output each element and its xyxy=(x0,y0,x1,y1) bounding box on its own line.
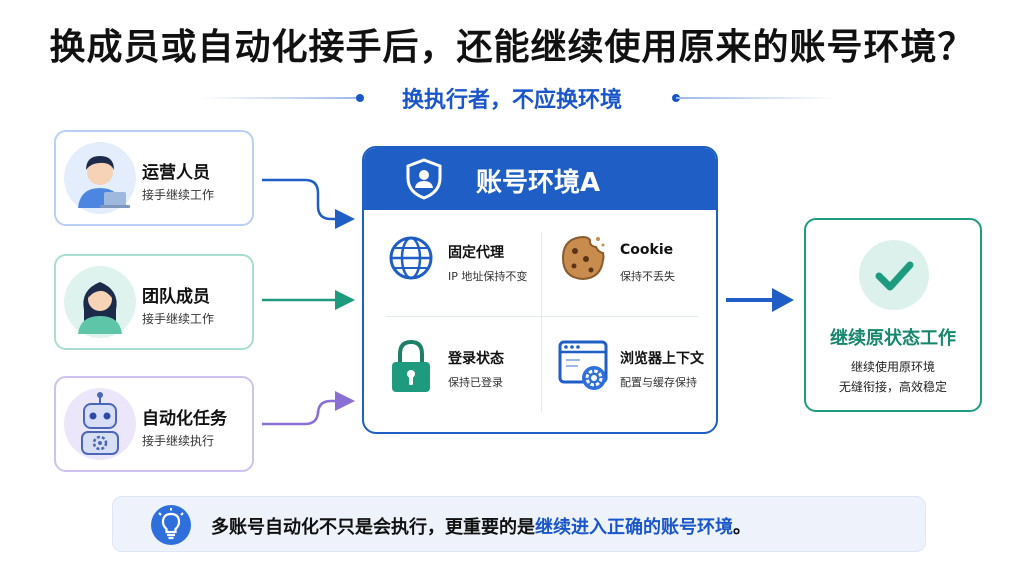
feature-title: 固定代理 xyxy=(448,245,504,261)
actor-desc: 接手继续工作 xyxy=(142,312,215,326)
subtitle-line-right xyxy=(676,97,836,99)
result-box: 继续原状态工作 继续使用原环境 无缝衔接，高效稳定 xyxy=(804,218,982,412)
result-desc-line1: 继续使用原环境 xyxy=(850,360,935,374)
feature-fixed-proxy: 固定代理 IP 地址保持不变 xyxy=(386,232,556,312)
account-title: 账号环境A xyxy=(476,168,601,198)
arrow-automation xyxy=(262,391,355,426)
feature-desc: 保持不丢失 xyxy=(620,270,675,283)
browser-settings-icon xyxy=(558,338,612,398)
cookie-icon xyxy=(558,232,608,288)
actor-card-team-member: 团队成员 接手继续工作 xyxy=(54,254,254,350)
result-desc-line2: 无缝衔接，高效稳定 xyxy=(838,380,947,394)
account-header: 账号环境A xyxy=(364,148,716,210)
actor-desc: 接手继续执行 xyxy=(142,434,215,448)
feature-title: 浏览器上下文 xyxy=(620,351,704,367)
check-icon xyxy=(859,240,929,310)
feature-desc: 保持已登录 xyxy=(448,376,503,389)
arrow-to-result-head xyxy=(772,288,794,312)
feature-title: Cookie xyxy=(620,242,674,258)
feature-desc: 配置与缓存保持 xyxy=(620,376,697,389)
subtitle-row: 换执行者，不应换环境 xyxy=(0,82,1024,114)
feature-cookie: Cookie 保持不丢失 xyxy=(558,232,716,312)
actor-name: 自动化任务 xyxy=(142,409,227,429)
actor-name: 团队成员 xyxy=(142,287,210,307)
banner-text-end: 。 xyxy=(733,517,751,538)
banner-text-plain: 多账号自动化不只是会执行，更重要的是 xyxy=(211,517,535,538)
actor-card-automation: 自动化任务 接手继续执行 xyxy=(54,376,254,472)
banner-text-highlight: 继续进入正确的账号环境 xyxy=(535,517,733,538)
feature-browser-context: 浏览器上下文 配置与缓存保持 xyxy=(558,338,716,418)
lightbulb-icon xyxy=(151,505,191,545)
globe-icon xyxy=(386,232,436,288)
divider-horizontal xyxy=(386,316,698,317)
divider-vertical xyxy=(541,232,542,412)
team-member-avatar-icon xyxy=(64,266,136,338)
actor-name: 运营人员 xyxy=(142,163,210,183)
subtitle: 换执行者，不应换环境 xyxy=(401,88,622,113)
actor-desc: 接手继续工作 xyxy=(142,188,215,202)
bottom-banner: 多账号自动化不只是会执行，更重要的是继续进入正确的账号环境。 xyxy=(112,496,926,552)
page-title: 换成员或自动化接手后，还能继续使用原来的账号环境？ xyxy=(49,27,975,68)
subtitle-dot-left xyxy=(356,94,364,102)
subtitle-line-left xyxy=(200,97,360,99)
feature-login-state: 登录状态 保持已登录 xyxy=(386,338,556,418)
banner-text: 多账号自动化不只是会执行，更重要的是继续进入正确的账号环境。 xyxy=(211,513,751,539)
arrow-operator xyxy=(262,178,355,229)
robot-icon xyxy=(64,388,136,460)
feature-title: 登录状态 xyxy=(448,351,504,367)
actor-card-operator: 运营人员 接手继续工作 xyxy=(54,130,254,226)
account-environment-box: 账号环境A 固定代理 IP 地址保持不变 xyxy=(362,146,718,434)
feature-desc: IP 地址保持不变 xyxy=(448,270,528,283)
operator-avatar-icon xyxy=(64,142,136,214)
lock-icon xyxy=(386,338,436,400)
result-title: 继续原状态工作 xyxy=(830,328,956,349)
shield-user-icon xyxy=(404,158,444,204)
